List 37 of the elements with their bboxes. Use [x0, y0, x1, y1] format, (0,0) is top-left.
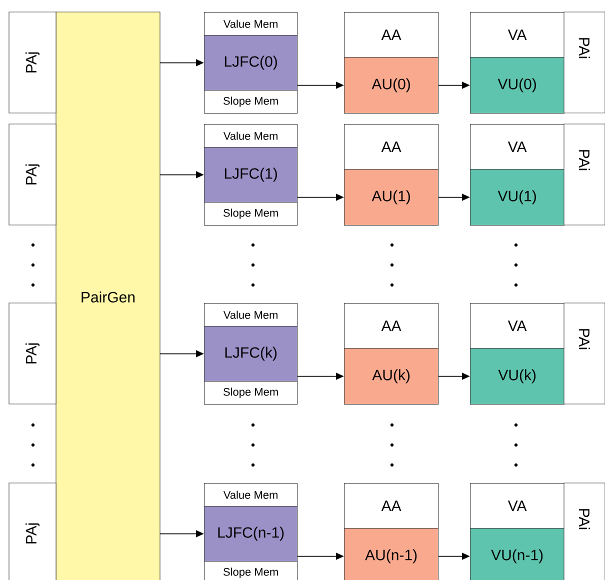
unit-box: LJFC(n-1) — [204, 506, 298, 562]
memory-box: Value Mem — [204, 12, 298, 36]
array-box: AA — [344, 483, 439, 529]
array-box: VA — [470, 12, 565, 58]
unit-box: VU(n-1) — [470, 528, 565, 580]
input-box: PAi — [564, 12, 605, 114]
memory-box: Value Mem — [204, 303, 298, 327]
array-box: VA — [470, 124, 565, 170]
unit-box: AU(n-1) — [344, 528, 439, 580]
unit-box: LJFC(0) — [204, 35, 298, 91]
unit-box: AU(1) — [344, 169, 439, 226]
unit-box: AU(k) — [344, 348, 439, 405]
memory-box: Value Mem — [204, 483, 298, 507]
memory-box: Slope Mem — [204, 381, 298, 405]
memory-box: Slope Mem — [204, 202, 298, 226]
generator-box: PairGen — [56, 12, 160, 580]
input-box: PAj — [8, 482, 56, 580]
array-box: VA — [470, 483, 565, 529]
unit-box: VU(1) — [470, 169, 565, 226]
unit-box: LJFC(1) — [204, 147, 298, 203]
input-box: PAi — [564, 482, 605, 580]
unit-box: VU(0) — [470, 57, 565, 114]
unit-box: LJFC(k) — [204, 326, 298, 382]
memory-box: Slope Mem — [204, 561, 298, 580]
input-box: PAi — [564, 124, 605, 226]
unit-box: AU(0) — [344, 57, 439, 114]
input-box: PAi — [564, 302, 605, 404]
array-box: AA — [344, 124, 439, 170]
array-box: VA — [470, 303, 565, 349]
array-box: AA — [344, 303, 439, 349]
input-box: PAj — [8, 12, 56, 114]
input-box: PAj — [8, 302, 56, 404]
memory-box: Value Mem — [204, 124, 298, 148]
memory-box: Slope Mem — [204, 90, 298, 114]
array-box: AA — [344, 12, 439, 58]
unit-box: VU(k) — [470, 348, 565, 405]
input-box: PAj — [8, 124, 56, 226]
